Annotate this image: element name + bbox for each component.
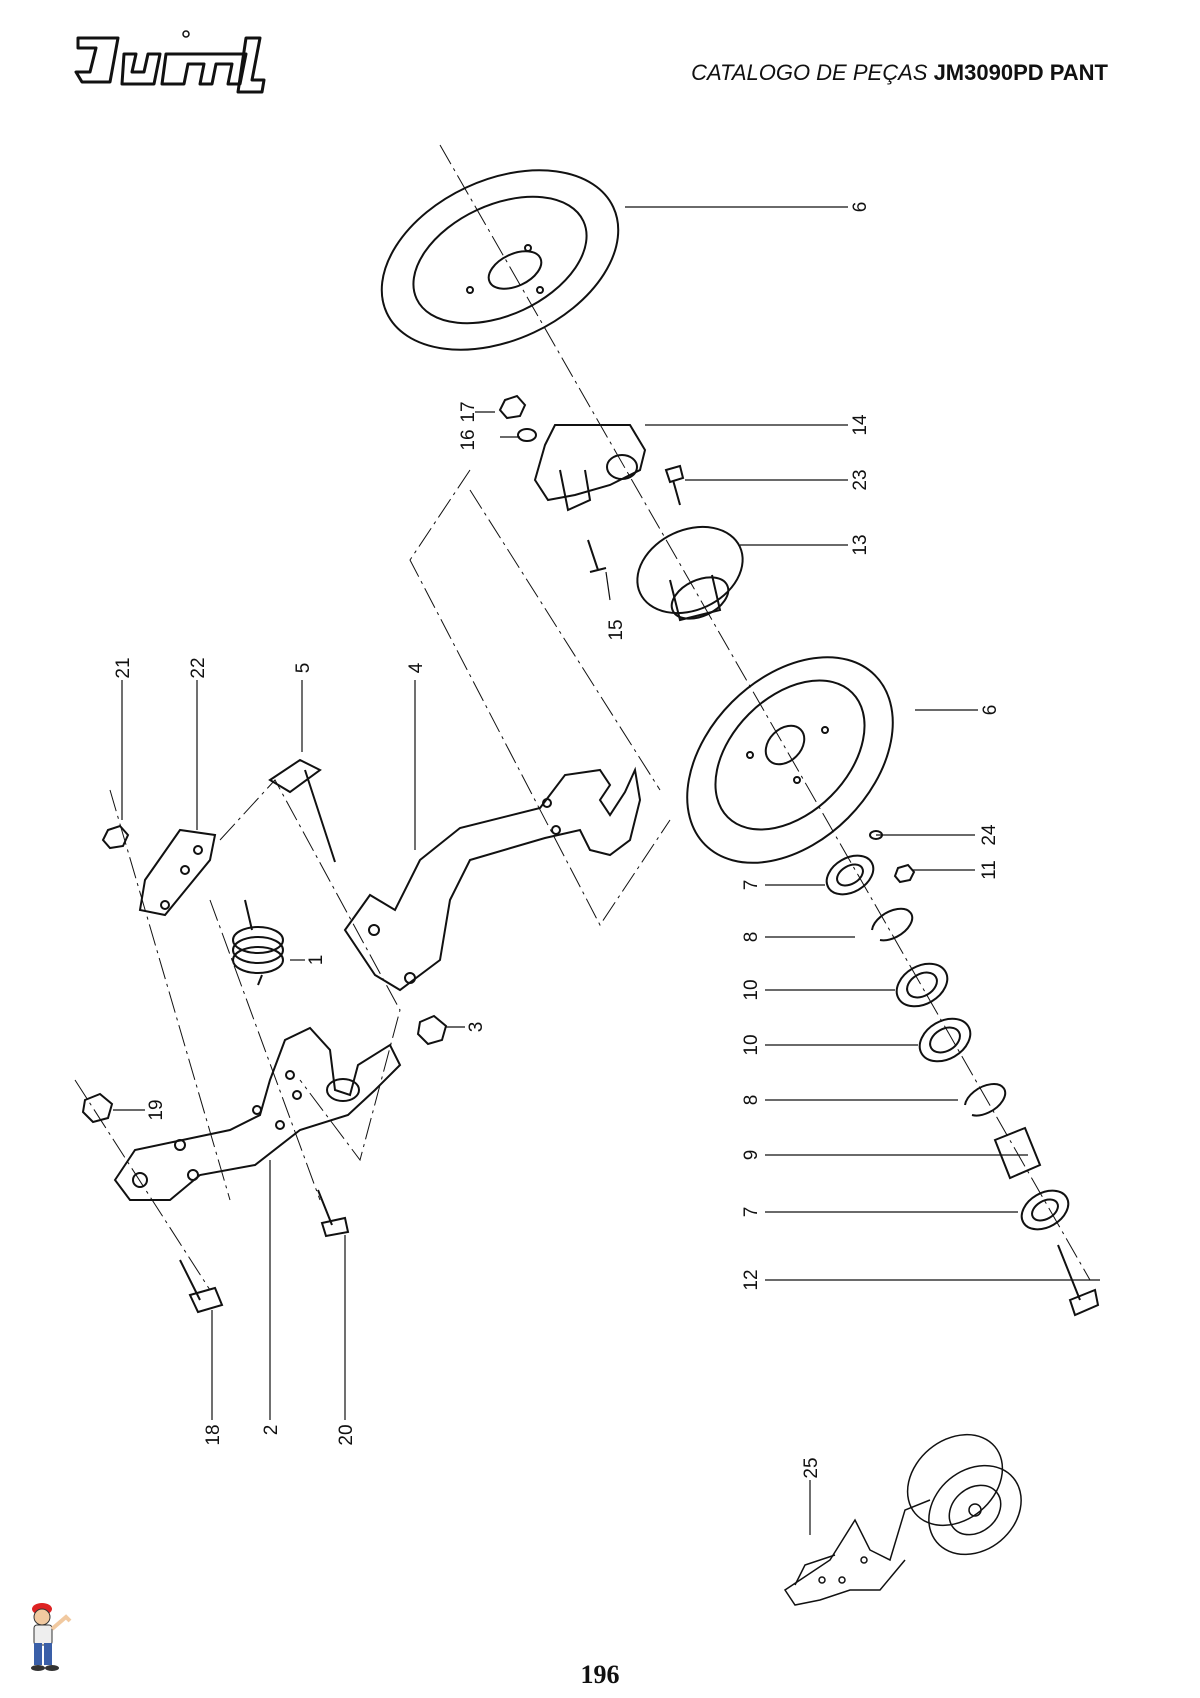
assembly-overview	[783, 1433, 1022, 1606]
callout-11: 11	[979, 860, 1000, 880]
callout-9: 9	[741, 1150, 762, 1161]
callout-2: 2	[261, 1425, 282, 1436]
arm	[343, 766, 642, 992]
mount-bracket	[113, 1026, 402, 1201]
callout-20: 20	[336, 1424, 357, 1445]
mascot-icon	[31, 1603, 72, 1671]
spring	[232, 899, 284, 986]
disc-bottom	[686, 656, 894, 864]
callout-19: 19	[146, 1099, 167, 1120]
callout-3: 3	[466, 1022, 487, 1033]
callout-1: 1	[306, 955, 327, 966]
callout-23: 23	[850, 469, 871, 490]
callout-25: 25	[801, 1457, 822, 1478]
callout-5: 5	[293, 663, 314, 674]
callout-21: 21	[113, 657, 134, 678]
callout-15: 15	[606, 619, 627, 640]
catalog-title: CATALOGO DE PEÇAS JM3090PD PANT	[691, 60, 1108, 86]
callout-4: 4	[406, 662, 427, 673]
disc-top	[380, 169, 620, 351]
callout-7-top: 7	[741, 880, 762, 891]
model-code: JM3090PD PANT	[933, 60, 1108, 85]
callout-18: 18	[203, 1424, 224, 1445]
jumil-logo	[74, 30, 266, 94]
callout-14: 14	[850, 414, 871, 436]
callout-17: 17	[458, 401, 479, 422]
catalog-label: CATALOGO DE PEÇAS	[691, 60, 928, 85]
callout-8-bottom: 8	[741, 1095, 762, 1106]
callout-6-top: 6	[850, 202, 871, 213]
hub	[636, 525, 744, 622]
callout-10-bottom: 10	[741, 1034, 762, 1055]
callout-13: 13	[850, 534, 871, 555]
callout-16: 16	[458, 429, 479, 450]
callout-6-bottom: 6	[980, 705, 1001, 716]
callout-10-top: 10	[741, 979, 762, 1000]
callout-7-bottom: 7	[741, 1207, 762, 1218]
hub-bracket	[533, 424, 647, 512]
callout-22: 22	[188, 657, 209, 678]
callout-24: 24	[979, 824, 1000, 846]
page-number: 196	[580, 1660, 620, 1689]
callout-12: 12	[741, 1269, 762, 1290]
callout-8-top: 8	[741, 932, 762, 943]
